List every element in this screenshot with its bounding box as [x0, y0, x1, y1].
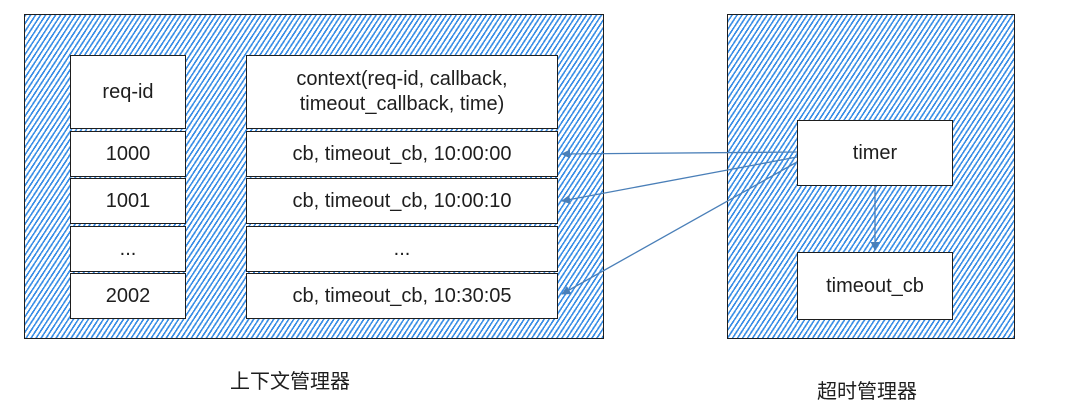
req-id-header: req-id — [70, 55, 186, 129]
req-id-cell: 1001 — [70, 178, 186, 224]
context-cell: ... — [246, 226, 558, 272]
req-id-cell: ... — [70, 226, 186, 272]
timer-to-row-2002-arrow — [561, 161, 798, 295]
timer-to-row-1001-arrow — [561, 156, 798, 204]
timeout-cb-box: timeout_cb — [797, 252, 953, 320]
context-cell: cb, timeout_cb, 10:00:10 — [246, 178, 558, 224]
context-cell: cb, timeout_cb, 10:30:05 — [246, 273, 558, 319]
timer-box: timer — [797, 120, 953, 186]
timer-to-row-1000-arrow — [561, 149, 798, 159]
req-id-cell: 1000 — [70, 131, 186, 177]
context-manager-label: 上下文管理器 — [230, 369, 350, 393]
timeout-manager-label: 超时管理器 — [817, 379, 917, 403]
context-header: context(req-id, callback, timeout_callba… — [246, 55, 558, 129]
req-id-cell: 2002 — [70, 273, 186, 319]
context-cell: cb, timeout_cb, 10:00:00 — [246, 131, 558, 177]
